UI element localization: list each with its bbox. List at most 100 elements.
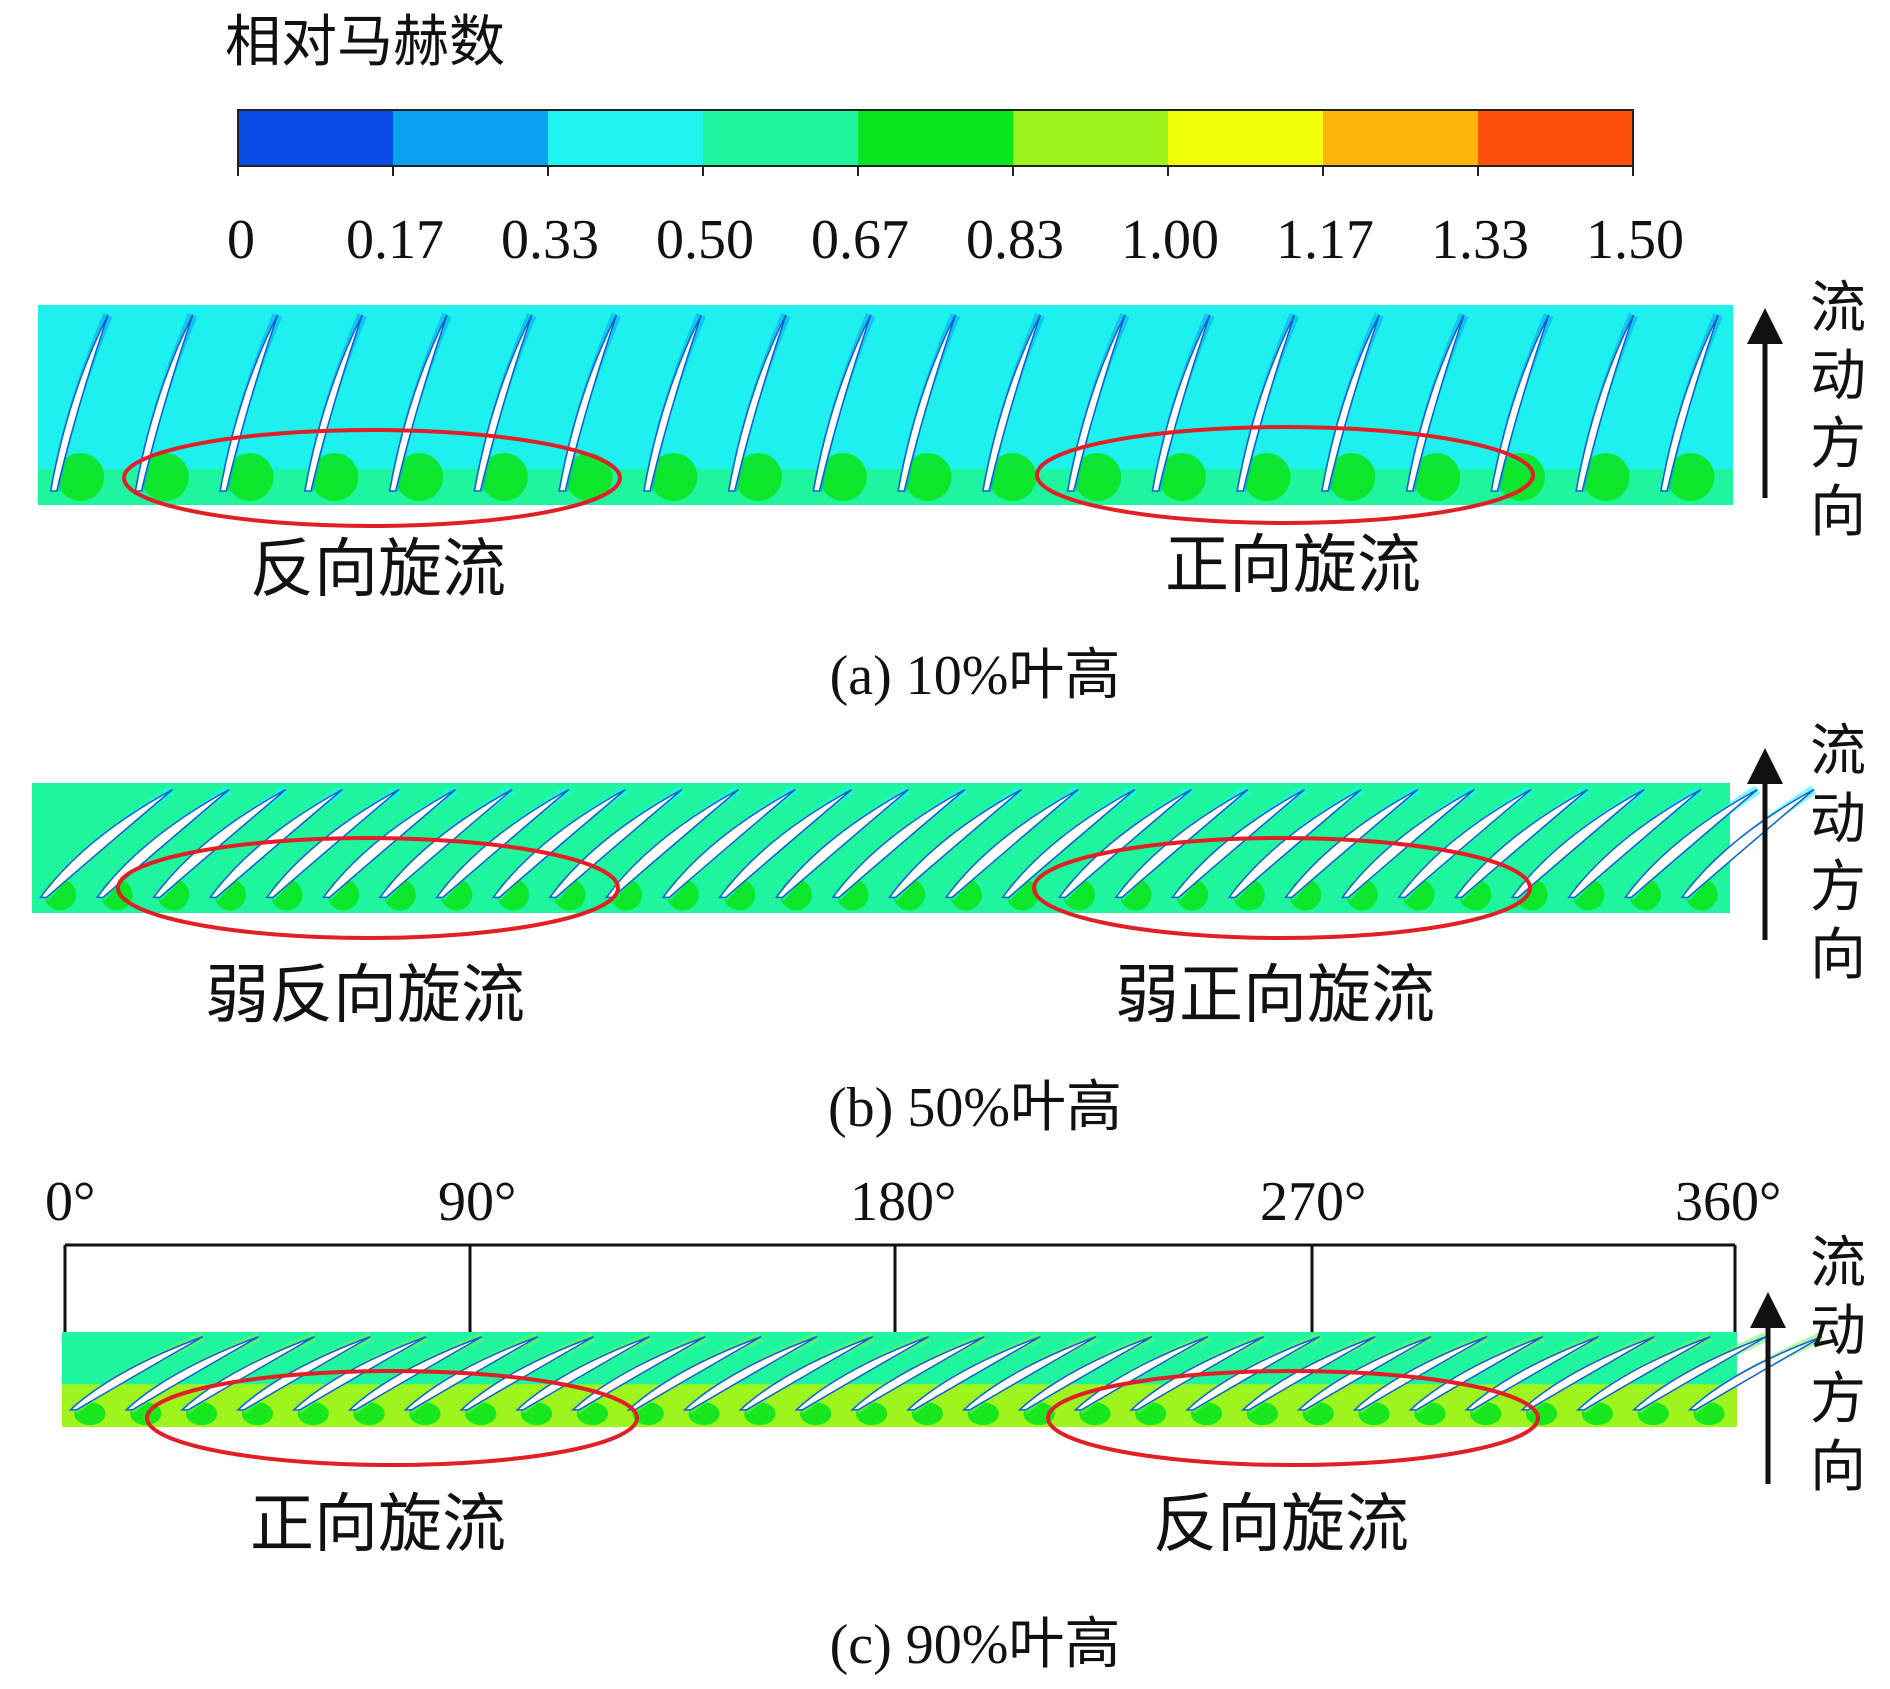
blade: [1151, 314, 1211, 492]
contour-lower-zone: [32, 863, 1730, 913]
blade: [491, 788, 626, 899]
legend-tick-label: 1.17: [1276, 209, 1374, 271]
blade: [1073, 1336, 1209, 1411]
blade: [49, 314, 109, 492]
blade: [831, 788, 966, 899]
contour-blob: [226, 453, 274, 501]
blade: [774, 788, 909, 899]
blade: [208, 788, 343, 899]
legend-title: 相对马赫数: [225, 12, 505, 74]
legend-tick-label: 0.33: [501, 209, 599, 271]
contour-blob: [395, 453, 444, 501]
blade: [1660, 314, 1719, 492]
flow-arrows: [1747, 308, 1786, 1484]
blade: [1510, 788, 1645, 899]
legend-tick-label: 0.67: [811, 209, 909, 271]
contour-blob: [1073, 453, 1122, 501]
contour-blob: [819, 453, 867, 501]
legend-swatch: [1013, 110, 1169, 166]
blade: [961, 1336, 1097, 1411]
blade: [152, 788, 287, 899]
panel-a-left-annotation: 反向旋流: [250, 534, 506, 605]
angle-label-360: 360°: [1675, 1171, 1782, 1233]
angle-label-0: 0°: [45, 1171, 96, 1233]
legend-tick-label: 1.00: [1121, 209, 1219, 271]
panel-c-left-annotation: 正向旋流: [250, 1489, 506, 1560]
legend-swatch: [1323, 110, 1479, 166]
flow-arrow-head: [1747, 308, 1783, 344]
blade: [1017, 1336, 1153, 1411]
angle-axis: [63, 1243, 1737, 1332]
blade: [888, 788, 1023, 899]
panel-c-caption: (c) 90%叶高: [829, 1614, 1121, 1676]
blade: [1397, 788, 1532, 899]
contour-blob: [1158, 453, 1206, 501]
blade: [1227, 788, 1362, 899]
panel-b-contour: [32, 783, 1817, 913]
panel-a-caption: (a) 10%叶高: [829, 645, 1121, 707]
blade: [378, 788, 513, 899]
annotation-ellipse: [1032, 836, 1532, 940]
panel-b-right-annotation: 弱正向旋流: [1115, 960, 1435, 1031]
legend-swatch: [393, 110, 549, 166]
annotation-ellipses: [116, 425, 1540, 1467]
blade: [435, 788, 570, 899]
blade: [682, 1336, 818, 1411]
blade: [982, 314, 1041, 492]
blade: [1352, 1336, 1488, 1411]
color-legend-bar: [237, 109, 1634, 176]
contour-lower-zone: [62, 1384, 1737, 1427]
blade: [1623, 788, 1758, 899]
blade: [473, 314, 533, 492]
contour-blob: [904, 453, 952, 501]
blade: [1680, 788, 1815, 899]
blade: [347, 1336, 483, 1411]
panel-a-flow-direction: 流动方向: [1810, 278, 1866, 544]
blade: [1575, 314, 1635, 492]
blade: [738, 1336, 874, 1411]
blade: [794, 1336, 929, 1411]
blade: [1575, 1336, 1711, 1411]
panel-c-contour: [62, 1332, 1824, 1427]
contour-blob: [1666, 453, 1715, 501]
flow-arrow-head: [1750, 1292, 1786, 1328]
contour-blob: [565, 453, 613, 501]
blade: [1520, 1336, 1655, 1411]
panel-b-left-annotation: 弱反向旋流: [205, 960, 525, 1031]
blade: [459, 1336, 594, 1411]
legend-swatch: [1478, 110, 1634, 166]
annotation-ellipse: [1035, 425, 1535, 525]
blade: [39, 788, 174, 899]
blade: [718, 788, 853, 899]
contour-blob: [310, 453, 359, 501]
blade: [515, 1336, 650, 1411]
contour-blob: [56, 453, 105, 501]
blade: [124, 1336, 259, 1411]
panel-a-right-annotation: 正向旋流: [1165, 530, 1421, 601]
flow-arrow-head: [1747, 748, 1783, 784]
legend-swatch: [1168, 110, 1324, 166]
contour-lower-zone: [38, 469, 1733, 505]
blade: [1490, 314, 1550, 492]
blade: [605, 788, 740, 899]
contour-blob: [988, 453, 1037, 501]
blade: [812, 314, 872, 492]
legend-tick-label: 0.50: [656, 209, 754, 271]
blade: [1001, 788, 1136, 899]
blade: [1405, 314, 1465, 492]
legend-tick-label: 1.33: [1431, 209, 1529, 271]
legend-swatch: [703, 110, 859, 166]
blade: [1321, 314, 1380, 492]
legend-swatch: [858, 110, 1014, 166]
legend-tick-label: 0.83: [966, 209, 1064, 271]
blade: [897, 314, 957, 492]
annotation-ellipse: [122, 428, 622, 528]
legend-tick-label: 1.50: [1586, 209, 1684, 271]
angle-label-180: 180°: [850, 1171, 957, 1233]
panel-b-caption: (b) 50%叶高: [828, 1077, 1122, 1139]
legend-tick-label: 0: [227, 209, 255, 271]
blade: [850, 1336, 985, 1411]
contour-blob: [1582, 453, 1630, 501]
legend-tick-label: 0.17: [346, 209, 444, 271]
blade: [219, 314, 279, 492]
